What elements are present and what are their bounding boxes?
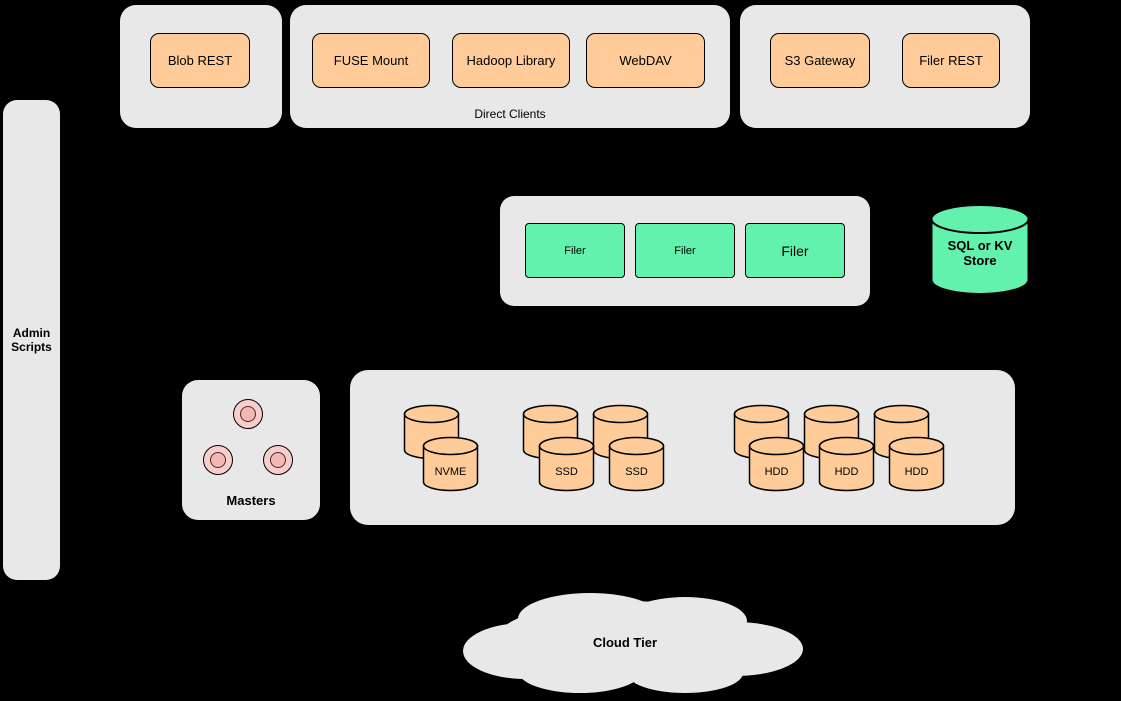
master-node-circle [233, 399, 263, 429]
direct-clients-caption: Direct Clients [474, 107, 546, 121]
ssd-cylinder: SSD [608, 436, 665, 492]
hadoop-library-node: Hadoop Library [452, 33, 570, 88]
hdd-cylinder: HDD [888, 436, 945, 492]
filer-cluster-panel: Filer Filer Filer [500, 196, 870, 306]
fuse-mount-node: FUSE Mount [312, 33, 430, 88]
ssd-cylinder: SSD [538, 436, 595, 492]
sql-kv-store-cylinder: SQL or KV Store [930, 204, 1030, 296]
filer-node: Filer [635, 223, 735, 278]
filer-rest-node: Filer REST [902, 33, 1000, 88]
admin-scripts-panel: Admin Scripts [3, 100, 60, 580]
filer-node: Filer [525, 223, 625, 278]
master-node-inner-circle [240, 406, 256, 422]
hdd-cylinder: HDD [748, 436, 805, 492]
master-node-circle [203, 445, 233, 475]
hdd-cylinder-label: HDD [834, 466, 859, 478]
cloud-tier: Cloud Tier [440, 589, 810, 697]
blob-rest-node: Blob REST [150, 33, 250, 88]
blob-client-panel: Blob REST [120, 5, 282, 128]
filer-node: Filer [745, 223, 845, 278]
nvme-cylinder-label: NVME [434, 466, 467, 478]
hdd-cylinder-label: HDD [764, 466, 789, 478]
cloud-tier-label: Cloud Tier [592, 635, 658, 650]
admin-scripts-label: Admin Scripts [11, 326, 52, 354]
direct-clients-panel: FUSE Mount Hadoop Library WebDAV Direct … [290, 5, 730, 128]
nvme-cylinder: NVME [422, 436, 479, 492]
gateway-panel: S3 Gateway Filer REST [740, 5, 1030, 128]
sql-kv-store-label: SQL or KV Store [947, 238, 1013, 268]
masters-panel: Masters [182, 380, 320, 520]
database-cylinder-icon [930, 204, 1030, 295]
ssd-cylinder-label: SSD [555, 466, 578, 478]
ssd-cylinder-label: SSD [625, 466, 648, 478]
s3-gateway-node: S3 Gateway [770, 33, 870, 88]
hdd-cylinder-label: HDD [904, 466, 929, 478]
volume-servers-panel: NVME SSD SSD HDD [350, 370, 1015, 525]
master-node-inner-circle [270, 452, 286, 468]
masters-label: Masters [226, 493, 276, 508]
master-node-inner-circle [210, 452, 226, 468]
webdav-node: WebDAV [586, 33, 705, 88]
cloud-icon [463, 593, 803, 693]
master-node-circle [263, 445, 293, 475]
hdd-cylinder: HDD [818, 436, 875, 492]
